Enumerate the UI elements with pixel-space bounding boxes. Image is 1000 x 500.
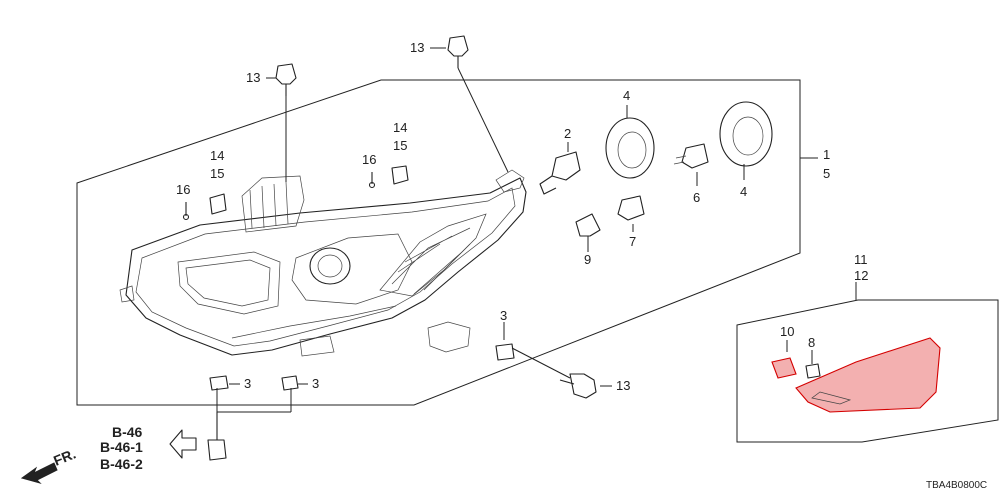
callout-16-mid: 16 bbox=[362, 152, 376, 167]
ref-b46: B-46 bbox=[112, 424, 143, 440]
side-marker-outline bbox=[736, 299, 999, 443]
callout-11: 11 bbox=[854, 252, 868, 267]
clip-3c bbox=[495, 343, 515, 361]
bulb-socket-2 bbox=[539, 151, 581, 195]
clip-3b bbox=[281, 375, 299, 391]
callout-16-left: 16 bbox=[176, 182, 190, 197]
callout-4-top: 4 bbox=[623, 88, 630, 103]
callout-10: 10 bbox=[780, 324, 794, 339]
callout-3-c: 3 bbox=[500, 308, 507, 323]
callout-1: 1 bbox=[823, 147, 830, 162]
callout-15-mid: 15 bbox=[393, 138, 407, 153]
bulb-socket-7 bbox=[617, 195, 645, 221]
callout-15-left: 15 bbox=[210, 166, 224, 181]
front-direction-arrow bbox=[20, 462, 58, 484]
front-direction-label: FR. bbox=[51, 445, 78, 468]
bolt-lower bbox=[207, 412, 227, 461]
ref-b46-1: B-46-1 bbox=[100, 439, 143, 455]
callout-7: 7 bbox=[629, 234, 636, 249]
ref-arrow bbox=[169, 429, 197, 459]
side-marker-lens bbox=[795, 337, 941, 413]
callout-14-mid: 14 bbox=[393, 120, 407, 135]
bolt-left bbox=[275, 63, 297, 96]
bulb-9 bbox=[575, 213, 601, 237]
callout-4-right: 4 bbox=[740, 184, 747, 199]
dust-cover-1 bbox=[605, 117, 655, 179]
clip-3a bbox=[209, 375, 229, 391]
diagram-code: TBA4B0800C bbox=[926, 480, 987, 491]
dust-cover-2 bbox=[719, 101, 773, 167]
side-marker-bulb bbox=[771, 357, 797, 379]
callout-13-top: 13 bbox=[410, 40, 424, 55]
callout-9: 9 bbox=[584, 252, 591, 267]
callout-13-right: 13 bbox=[616, 378, 630, 393]
callout-5: 5 bbox=[823, 166, 830, 181]
callout-8: 8 bbox=[808, 335, 815, 350]
bolt-right bbox=[559, 373, 597, 399]
side-marker-socket bbox=[805, 363, 821, 379]
clip-left bbox=[209, 193, 227, 215]
callout-6: 6 bbox=[693, 190, 700, 205]
callout-14-left: 14 bbox=[210, 148, 224, 163]
bolt-top bbox=[447, 35, 469, 68]
screw-mid bbox=[368, 172, 376, 189]
callout-3-b: 3 bbox=[312, 376, 319, 391]
leader-lines bbox=[216, 47, 857, 413]
clip-mid bbox=[391, 165, 409, 185]
assembly-outline bbox=[76, 79, 801, 406]
callout-2: 2 bbox=[564, 126, 571, 141]
screw-left bbox=[182, 202, 190, 221]
ref-b46-2: B-46-2 bbox=[100, 456, 143, 472]
callout-3-a: 3 bbox=[244, 376, 251, 391]
bulb-socket-6 bbox=[673, 143, 709, 169]
headlight-housing bbox=[119, 169, 527, 357]
callout-12: 12 bbox=[854, 268, 868, 283]
callout-13-left: 13 bbox=[246, 70, 260, 85]
